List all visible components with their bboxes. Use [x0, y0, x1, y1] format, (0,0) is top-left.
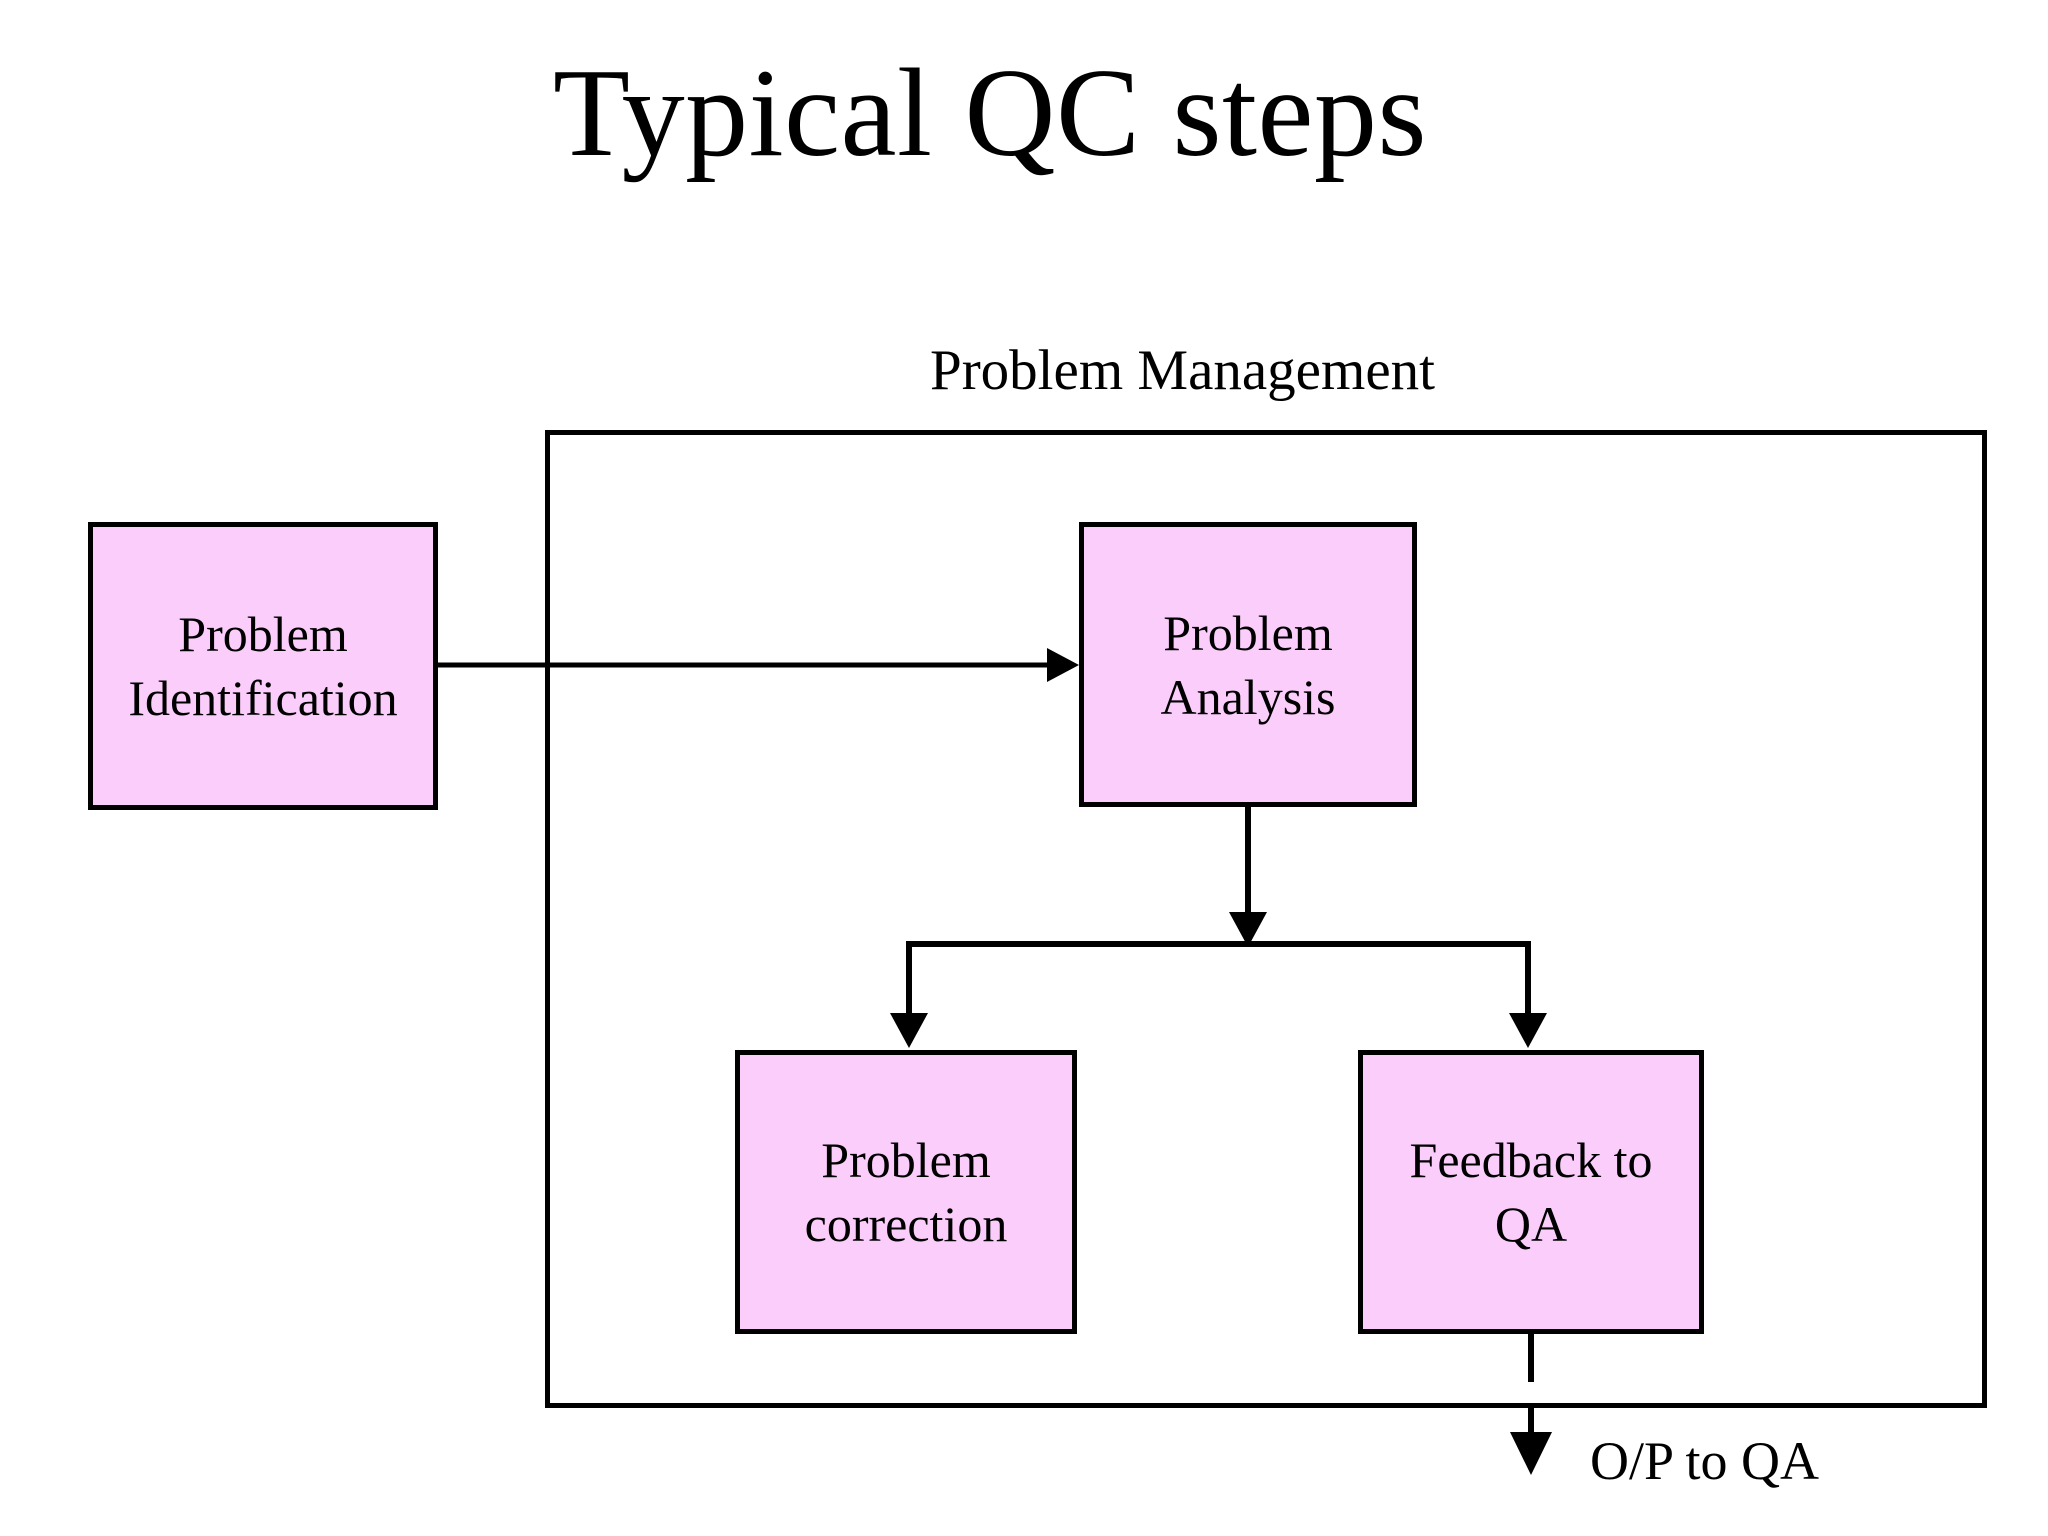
node-label-line2: Identification [128, 670, 398, 726]
output-label-op-to-qa: O/P to QA [1590, 1431, 1820, 1491]
node-label-line1: Feedback to [1409, 1132, 1653, 1188]
group-label-problem-management: Problem Management [930, 339, 1435, 402]
group-container-problem-management [545, 430, 1987, 1408]
node-problem-analysis[interactable]: Problem Analysis [1079, 522, 1417, 807]
node-label-line1: Problem [1163, 604, 1333, 661]
node-problem-identification[interactable]: Problem Identification [88, 522, 438, 810]
node-feedback-to-qa[interactable]: Feedback to QA [1358, 1050, 1704, 1334]
node-label-line1: Problem [178, 606, 348, 662]
page-title: Typical QC steps [552, 44, 1428, 183]
node-problem-correction[interactable]: Problem correction [735, 1050, 1077, 1334]
node-label-line2: correction [804, 1196, 1008, 1252]
node-label-line1: Problem [821, 1132, 991, 1188]
node-label-line2: Analysis [1160, 668, 1336, 725]
node-label-line2: QA [1494, 1196, 1568, 1252]
